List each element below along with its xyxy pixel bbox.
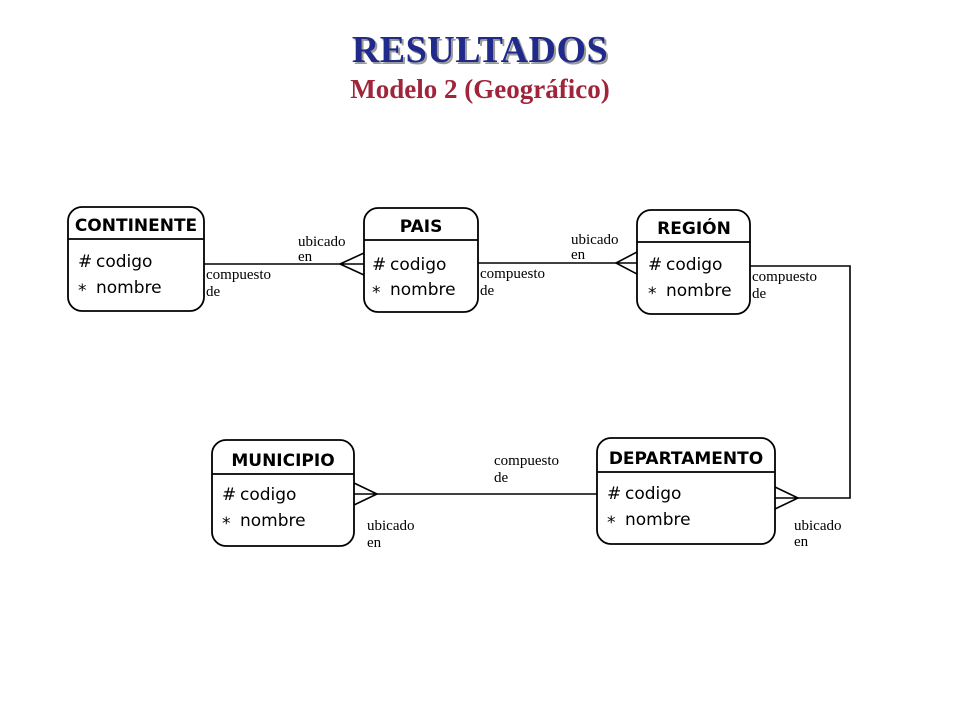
label-pais-compuesto: compuesto bbox=[480, 266, 545, 282]
attr-mark-identifier: # bbox=[648, 255, 662, 275]
label-departamento-ubicado: ubicado bbox=[794, 518, 841, 534]
label-region-de: de bbox=[752, 286, 767, 302]
label-continente-de: de bbox=[206, 284, 221, 300]
attr-nombre: nombre bbox=[625, 510, 691, 530]
label-municipio-ubicado: ubicado bbox=[367, 518, 414, 534]
attr-codigo: codigo bbox=[240, 485, 296, 505]
relationship-continente-pais bbox=[204, 252, 365, 276]
entity-region-name: REGIÓN bbox=[657, 217, 731, 239]
relationship-region-departamento bbox=[750, 265, 851, 510]
label-municipio-en: en bbox=[367, 535, 382, 551]
entity-pais: PAIS # codigo * nombre bbox=[363, 207, 479, 313]
entity-departamento-name: DEPARTAMENTO bbox=[609, 449, 763, 469]
entity-municipio-name: MUNICIPIO bbox=[231, 451, 334, 471]
page-title: RESULTADOS bbox=[351, 29, 609, 71]
entity-continente: CONTINENTE # codigo * nombre bbox=[67, 206, 205, 312]
label-departamento-compuesto: compuesto bbox=[494, 453, 559, 469]
entity-continente-name: CONTINENTE bbox=[75, 216, 197, 236]
label-departamento-de: de bbox=[494, 470, 509, 486]
page-subtitle: Modelo 2 (Geográfico) bbox=[350, 74, 610, 104]
attr-nombre: nombre bbox=[240, 511, 306, 531]
attr-mark-mandatory: * bbox=[222, 514, 231, 534]
label-region-en: en bbox=[571, 247, 586, 263]
label-departamento-en: en bbox=[794, 534, 809, 550]
attr-codigo: codigo bbox=[666, 255, 722, 275]
entity-region: REGIÓN # codigo * nombre bbox=[636, 209, 751, 315]
label-region-ubicado: ubicado bbox=[571, 232, 618, 248]
relationship-pais-region bbox=[478, 251, 638, 275]
label-pais-de: de bbox=[480, 283, 495, 299]
attr-codigo: codigo bbox=[625, 484, 681, 504]
entity-departamento: DEPARTAMENTO # codigo * nombre bbox=[596, 437, 776, 545]
attr-mark-identifier: # bbox=[607, 484, 621, 504]
attr-nombre: nombre bbox=[666, 281, 732, 301]
label-continente-compuesto: compuesto bbox=[206, 267, 271, 283]
entity-municipio: MUNICIPIO # codigo * nombre bbox=[211, 439, 355, 547]
label-pais-ubicado: ubicado bbox=[298, 234, 345, 250]
attr-codigo: codigo bbox=[390, 255, 446, 275]
label-region-compuesto: compuesto bbox=[752, 269, 817, 285]
attr-mark-mandatory: * bbox=[78, 281, 87, 301]
attr-nombre: nombre bbox=[390, 280, 456, 300]
attr-mark-identifier: # bbox=[78, 252, 92, 272]
attr-mark-mandatory: * bbox=[372, 283, 381, 303]
attr-mark-identifier: # bbox=[372, 255, 386, 275]
attr-mark-identifier: # bbox=[222, 485, 236, 505]
relationship-departamento-municipio bbox=[353, 482, 597, 506]
label-pais-en: en bbox=[298, 249, 313, 265]
entity-pais-name: PAIS bbox=[400, 217, 443, 237]
attr-mark-mandatory: * bbox=[648, 284, 657, 304]
attr-nombre: nombre bbox=[96, 278, 162, 298]
attr-mark-mandatory: * bbox=[607, 513, 616, 533]
attr-codigo: codigo bbox=[96, 252, 152, 272]
